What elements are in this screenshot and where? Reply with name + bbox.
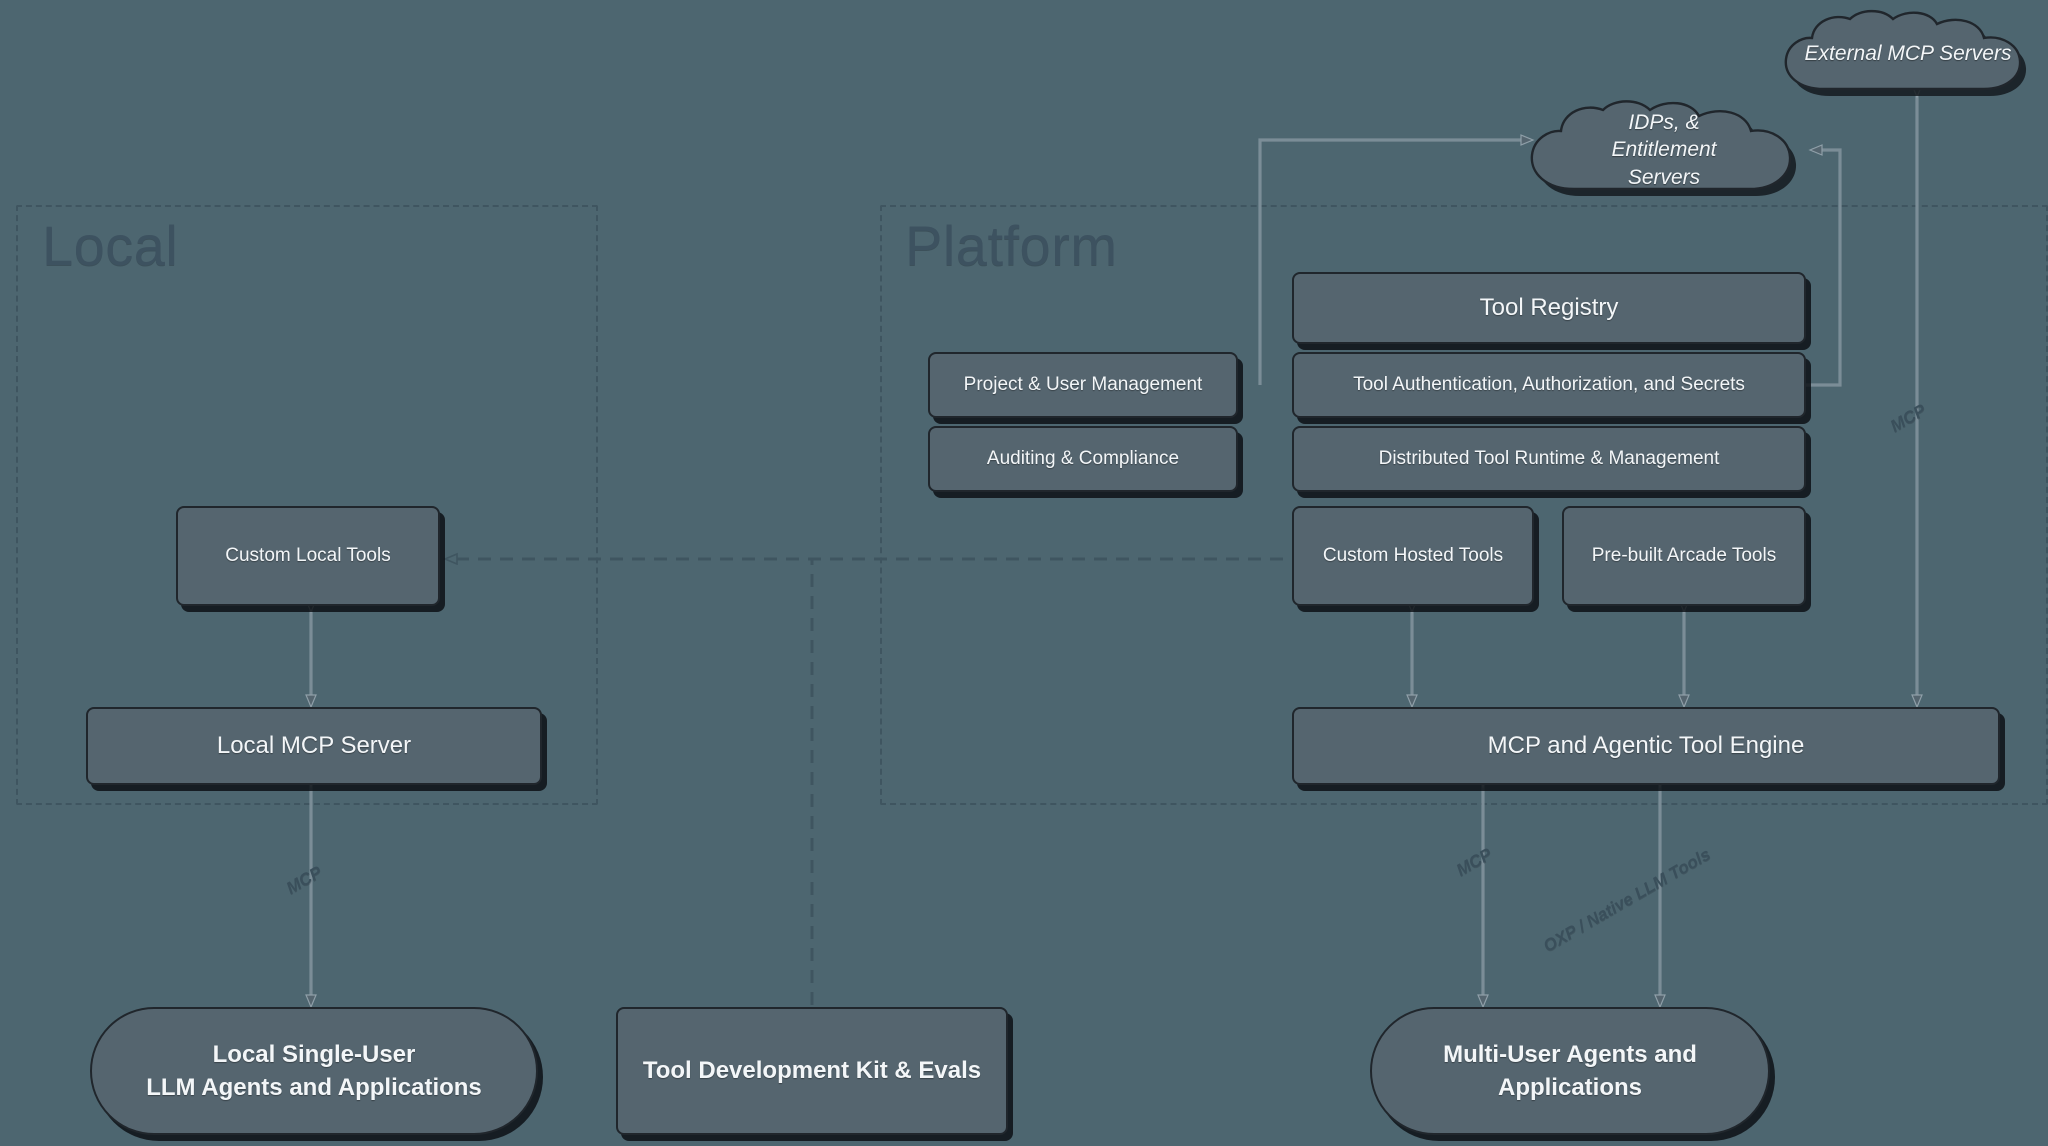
node-tool-registry[interactable]: Tool Registry	[1292, 272, 1806, 344]
node-project-user-management[interactable]: Project & User Management	[928, 352, 1238, 418]
node-mcp-agentic-tool-engine[interactable]: MCP and Agentic Tool Engine	[1292, 707, 2000, 785]
cloud-label: External MCP Servers	[1804, 42, 2012, 66]
node-distributed-tool-runtime[interactable]: Distributed Tool Runtime & Management	[1292, 426, 1806, 492]
zone-platform-title: Platform	[905, 214, 1118, 277]
node-local-mcp-server[interactable]: Local MCP Server	[86, 707, 542, 785]
node-tool-authentication[interactable]: Tool Authentication, Authorization, and …	[1292, 352, 1806, 418]
zone-local-title: Local	[42, 214, 179, 277]
node-prebuilt-arcade-tools[interactable]: Pre-built Arcade Tools	[1562, 506, 1806, 606]
node-local-agents-line2: LLM Agents and Applications	[146, 1074, 482, 1101]
node-local-agents-line1: Local Single-User	[212, 1040, 416, 1068]
edge-label-mcp-platform: MCP	[1453, 844, 1496, 880]
cloud-label: IDPs, & Entitlement Servers	[1611, 111, 1717, 189]
node-auditing-compliance[interactable]: Auditing & Compliance	[928, 426, 1238, 492]
node-custom-hosted-tools[interactable]: Custom Hosted Tools	[1292, 506, 1534, 606]
node-multi-user-agents[interactable]: Multi-User Agents and Applications	[1370, 1007, 1770, 1135]
node-multi-user-agents-line2: Applications	[1497, 1074, 1642, 1101]
cloud-external-mcp-servers: External MCP Servers	[1772, 6, 2044, 102]
edge-label-mcp-local: MCP	[283, 862, 326, 898]
cloud-idps-entitlement-servers: IDPs, & Entitlement Servers	[1518, 96, 1810, 204]
node-multi-user-agents-line1: Multi-User Agents and	[1443, 1040, 1697, 1068]
node-local-agents[interactable]: Local Single-User LLM Agents and Applica…	[90, 1007, 538, 1135]
node-custom-local-tools[interactable]: Custom Local Tools	[176, 506, 440, 606]
node-tool-development-kit[interactable]: Tool Development Kit & Evals	[616, 1007, 1008, 1135]
edge-label-oxp-native-llm-tools: OXP / Native LLM Tools	[1540, 844, 1714, 956]
